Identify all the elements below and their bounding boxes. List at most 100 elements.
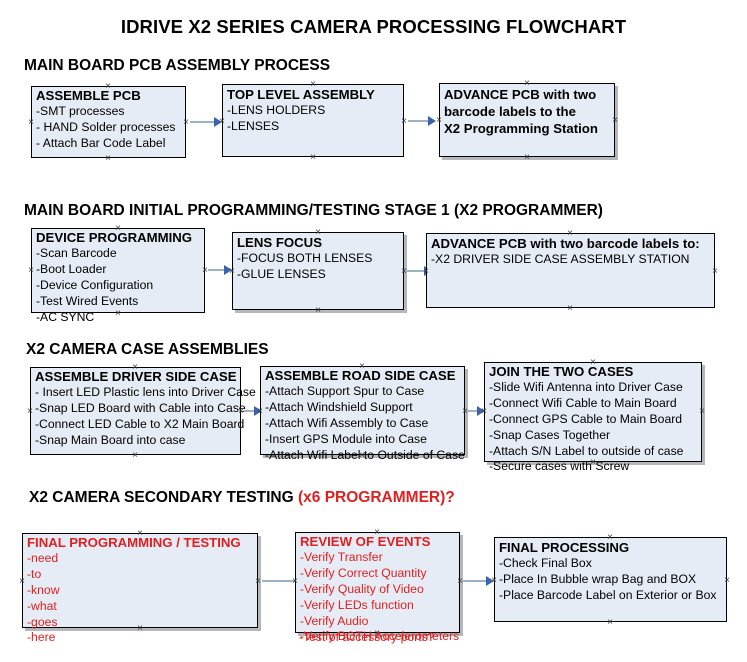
- node-advance-pcb-driver-side-case[interactable]: ADVANCE PCB with two barcode labels to: …: [426, 233, 715, 308]
- selection-handle[interactable]: [131, 451, 140, 460]
- selection-handle[interactable]: [309, 80, 318, 89]
- selection-handle[interactable]: [26, 407, 35, 416]
- node-assemble-road-side-case[interactable]: ASSEMBLE ROAD SIDE CASE -Attach Support …: [260, 366, 465, 462]
- node-line: -Connect GPS Cable to Main Board: [489, 411, 683, 426]
- node-final-processing[interactable]: FINAL PROCESSING -Check Final Box -Place…: [494, 537, 727, 622]
- node-line: -Attach S/N Label to outside of case: [489, 443, 684, 458]
- selection-handle[interactable]: [256, 407, 265, 416]
- node-title: ASSEMBLE ROAD SIDE CASE: [265, 368, 456, 383]
- selection-handle[interactable]: [27, 266, 36, 275]
- section-header-suffix: (x6 PROGRAMMER)?: [298, 489, 455, 506]
- node-line: -know: [27, 582, 60, 597]
- selection-handle[interactable]: [136, 529, 145, 538]
- selection-handle[interactable]: [114, 309, 123, 318]
- node-assemble-pcb[interactable]: ASSEMBLE PCB -SMT processes - HAND Solde…: [31, 86, 186, 158]
- node-line: -Place Barcode Label on Exterior or Box: [499, 587, 717, 602]
- selection-handle[interactable]: [18, 577, 27, 586]
- selection-handle[interactable]: [104, 154, 113, 163]
- node-line: -Verify Transfer: [300, 550, 383, 565]
- selection-handle[interactable]: [358, 362, 367, 371]
- node-line: -Verify LEDs function: [300, 597, 414, 612]
- node-final-programming-testing[interactable]: FINAL PROGRAMMING / TESTING -need -to -k…: [22, 533, 258, 644]
- node-line: -Connect Wifi Cable to Main Board: [489, 395, 677, 410]
- node-line: -Device Configuration: [36, 277, 154, 292]
- section-header-text: X2 CAMERA CASE ASSEMBLIES: [26, 341, 269, 358]
- node-line: -Verify Quality of Video: [300, 581, 424, 596]
- selection-handle[interactable]: [698, 407, 707, 416]
- page-title: IDRIVE X2 SERIES CAMERA PROCESSING FLOWC…: [120, 16, 627, 37]
- selection-handle[interactable]: [114, 224, 123, 233]
- selection-handle[interactable]: [373, 629, 382, 638]
- selection-handle[interactable]: [723, 576, 732, 585]
- selection-handle[interactable]: [314, 306, 323, 315]
- selection-handle[interactable]: [711, 267, 720, 276]
- node-line: -what: [27, 598, 57, 613]
- node-line: -Attach Windshield Support: [265, 399, 413, 414]
- node-line: -GLUE LENSES: [237, 266, 326, 281]
- node-line: -Boot Loader: [36, 261, 107, 276]
- node-top-level-assembly[interactable]: TOP LEVEL ASSEMBLY -LENS HOLDERS -LENSES: [222, 84, 404, 157]
- node-title: DEVICE PROGRAMMING: [36, 230, 193, 245]
- node-line: -Snap Main Board into case: [35, 432, 186, 447]
- selection-handle[interactable]: [358, 451, 367, 460]
- node-title: FINAL PROGRAMMING / TESTING: [27, 535, 241, 550]
- node-line: -here: [27, 630, 56, 645]
- section-header-x2-camera-secondary-testing: X2 CAMERA SECONDARY TESTING (x6 PROGRAMM…: [29, 489, 455, 507]
- node-line: -Test Wired Events: [36, 293, 139, 308]
- node-line: -SMT processes: [36, 104, 125, 119]
- selection-handle[interactable]: [373, 528, 382, 537]
- node-assemble-driver-side-case[interactable]: ASSEMBLE DRIVER SIDE CASE - Insert LED P…: [30, 367, 256, 455]
- section-header-text: MAIN BOARD INITIAL PROGRAMMING/TESTING S…: [24, 202, 603, 219]
- node-device-programming[interactable]: DEVICE PROGRAMMING -Scan Barcode -Boot L…: [31, 228, 205, 324]
- node-line: -Verify Correct Quantity: [300, 565, 427, 580]
- node-line: -Snap LED Board with Cable into Case: [35, 400, 246, 415]
- selection-handle[interactable]: [228, 267, 237, 276]
- node-line: -Attach Support Spur to Case: [265, 384, 425, 399]
- node-line: -Check Final Box: [499, 556, 592, 571]
- selection-handle[interactable]: [566, 229, 575, 238]
- section-header-main-board-initial-programming: MAIN BOARD INITIAL PROGRAMMING/TESTING S…: [24, 202, 603, 220]
- selection-handle[interactable]: [589, 458, 598, 467]
- selection-handle[interactable]: [104, 82, 113, 91]
- section-header-text: X2 CAMERA SECONDARY TESTING: [29, 489, 298, 506]
- selection-handle[interactable]: [611, 116, 620, 125]
- node-title: TOP LEVEL ASSEMBLY: [227, 87, 375, 102]
- node-overflow-line: -Test of accessory ports?: [299, 630, 435, 644]
- node-review-of-events[interactable]: REVIEW OF EVENTS -Verify Transfer -Verif…: [295, 532, 460, 643]
- node-line: -to: [27, 566, 42, 581]
- selection-handle[interactable]: [435, 116, 444, 125]
- selection-handle[interactable]: [606, 618, 615, 627]
- node-line: -Snap Cases Together: [489, 427, 611, 442]
- connector-line: [244, 410, 260, 412]
- connector-line: [408, 120, 432, 122]
- node-line: -Insert GPS Module into Case: [265, 431, 427, 446]
- connector-line: [208, 269, 228, 271]
- selection-handle[interactable]: [309, 153, 318, 162]
- selection-handle[interactable]: [606, 533, 615, 542]
- node-title: ASSEMBLE PCB: [36, 88, 141, 103]
- node-advance-pcb-programming-station[interactable]: ADVANCE PCB with two barcode labels to t…: [439, 83, 615, 157]
- selection-handle[interactable]: [523, 79, 532, 88]
- selection-handle[interactable]: [314, 228, 323, 237]
- selection-handle[interactable]: [480, 407, 489, 416]
- node-title: ADVANCE PCB with two barcode labels to:: [431, 236, 700, 251]
- node-join-the-two-cases[interactable]: JOIN THE TWO CASES -Slide Wifi Antenna i…: [484, 362, 702, 473]
- selection-handle[interactable]: [218, 117, 227, 126]
- selection-handle[interactable]: [422, 267, 431, 276]
- selection-handle[interactable]: [291, 577, 300, 586]
- selection-handle[interactable]: [523, 153, 532, 162]
- selection-handle[interactable]: [490, 576, 499, 585]
- node-lens-focus[interactable]: LENS FOCUS -FOCUS BOTH LENSES -GLUE LENS…: [232, 232, 404, 310]
- selection-handle[interactable]: [566, 304, 575, 313]
- selection-handle[interactable]: [27, 118, 36, 127]
- section-header-x2-camera-case-assemblies: X2 CAMERA CASE ASSEMBLIES: [26, 341, 269, 359]
- node-line: -Attach Wifi Assembly to Case: [265, 415, 429, 430]
- node-line: -AC SYNC: [36, 309, 95, 324]
- selection-handle[interactable]: [136, 624, 145, 633]
- node-line: -FOCUS BOTH LENSES: [237, 251, 373, 266]
- node-line: -need: [27, 551, 59, 566]
- selection-handle[interactable]: [589, 358, 598, 367]
- selection-handle[interactable]: [131, 363, 140, 372]
- connector-line: [262, 580, 302, 582]
